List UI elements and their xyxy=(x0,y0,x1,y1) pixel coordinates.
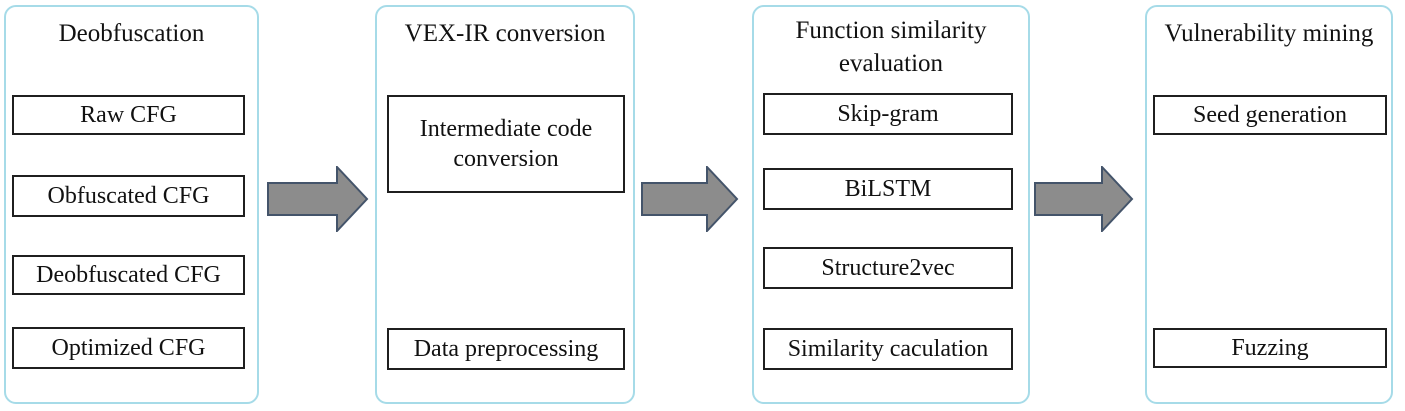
panel-title-function-similarity-evaluation: Function similarity evaluation xyxy=(795,17,987,77)
node-data-preprocessing: Data preprocessing xyxy=(387,328,625,370)
right-arrow-icon xyxy=(1034,166,1134,232)
node-raw-cfg: Raw CFG xyxy=(12,95,245,135)
node-optimized-cfg: Optimized CFG xyxy=(12,327,245,369)
panel-vulnerability-mining: Vulnerability mining Seed generation Fuz… xyxy=(1145,5,1393,404)
panel-title-deobfuscation: Deobfuscation xyxy=(58,20,205,47)
panel-vexir-conversion: VEX-IR conversion Intermediate code conv… xyxy=(375,5,635,404)
node-bilstm: BiLSTM xyxy=(763,168,1013,210)
right-arrow-icon xyxy=(267,166,369,232)
node-similarity-calculation: Similarity caculation xyxy=(763,328,1013,370)
panel-title-vexir-conversion: VEX-IR conversion xyxy=(404,20,606,47)
node-seed-generation: Seed generation xyxy=(1153,95,1387,135)
panel-function-similarity-evaluation: Function similarity evaluation Skip-gram… xyxy=(752,5,1030,404)
node-fuzzing: Fuzzing xyxy=(1153,328,1387,368)
right-arrow-icon xyxy=(641,166,739,232)
node-structure2vec: Structure2vec xyxy=(763,247,1013,289)
node-obfuscated-cfg: Obfuscated CFG xyxy=(12,175,245,217)
node-deobfuscated-cfg: Deobfuscated CFG xyxy=(12,255,245,295)
node-intermediate-code-conversion: Intermediate code conversion xyxy=(387,95,625,193)
node-skip-gram: Skip-gram xyxy=(763,93,1013,135)
panel-title-vulnerability-mining: Vulnerability mining xyxy=(1164,20,1374,47)
panel-deobfuscation: Deobfuscation Raw CFG Obfuscated CFG Deo… xyxy=(4,5,259,404)
